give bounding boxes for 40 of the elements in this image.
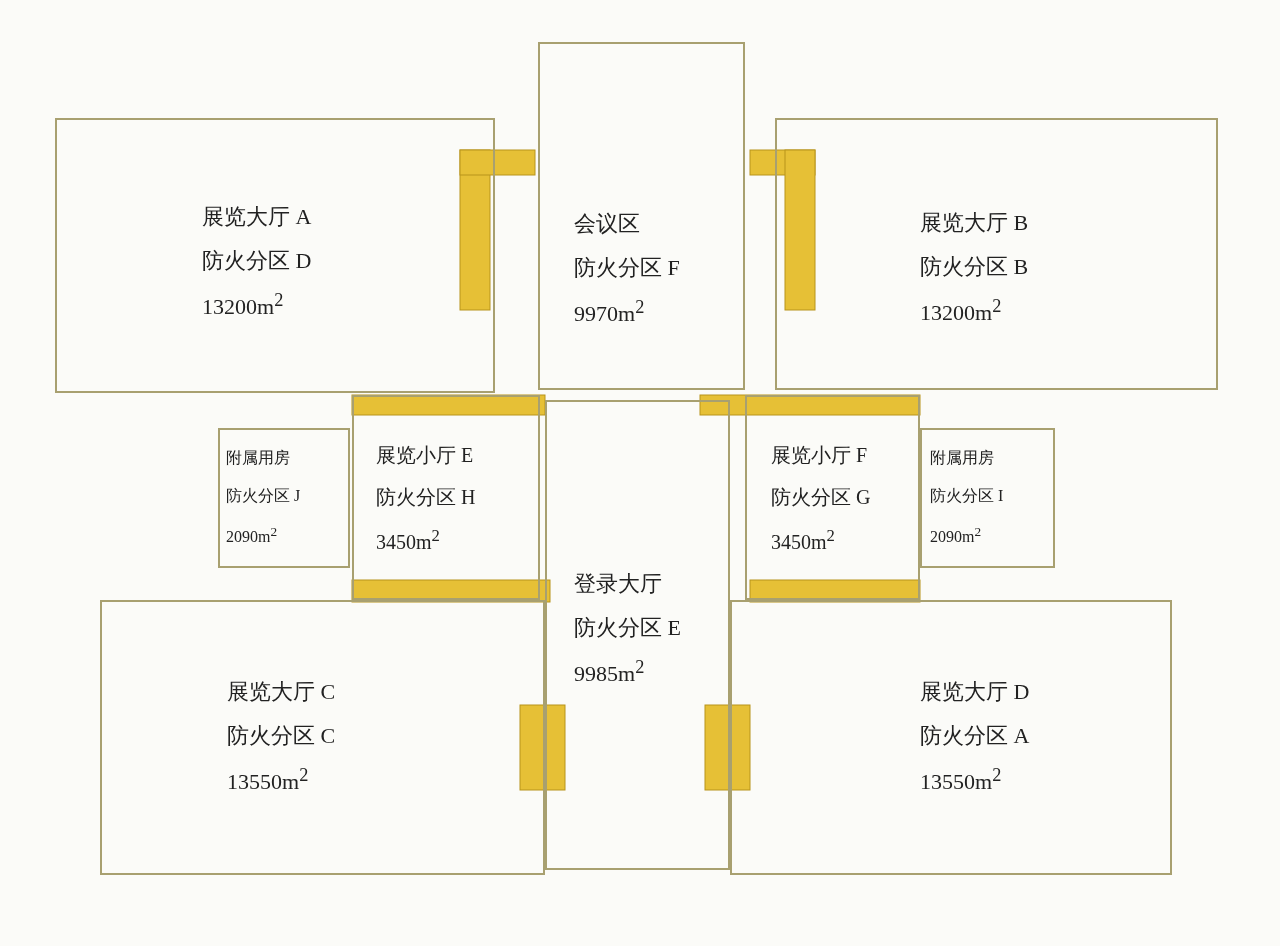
zone-label: 防火分区 J: [226, 486, 301, 506]
room-name: 会议区: [574, 210, 640, 238]
room-name: 展览小厅 F: [771, 443, 868, 468]
room-outline: [352, 395, 540, 600]
area-label: 13550m$^{2}$: [920, 765, 1002, 796]
room-outline: [538, 42, 745, 390]
room-name: 展览大厅 D: [920, 678, 1030, 706]
room-outline: [775, 118, 1218, 390]
room-outline: [100, 600, 545, 875]
area-label: 3450m$^{2}$: [771, 526, 835, 554]
area-label: 9985m$^{2}$: [574, 657, 645, 688]
zone-label: 防火分区 E: [574, 614, 681, 642]
zone-label: 防火分区 I: [930, 486, 1004, 506]
zone-label: 防火分区 G: [771, 485, 871, 510]
room-name: 展览大厅 A: [202, 203, 312, 231]
area-label: 3450m$^{2}$: [376, 526, 440, 554]
zone-label: 防火分区 D: [202, 247, 312, 275]
area-label: 13200m$^{2}$: [920, 296, 1002, 327]
zone-label: 防火分区 F: [574, 254, 680, 282]
area-label: 9970m$^{2}$: [574, 297, 645, 328]
area-label: 2090m$^{2}$: [930, 524, 982, 547]
room-outline: [730, 600, 1172, 875]
area-label: 13200m$^{2}$: [202, 290, 284, 321]
zone-label: 防火分区 C: [227, 722, 336, 750]
room-outline: [218, 428, 350, 568]
room-outline: [745, 395, 920, 600]
room-outline: [920, 428, 1055, 568]
room-name: 附属用房: [930, 448, 994, 468]
room-name: 附属用房: [226, 448, 290, 468]
area-label: 2090m$^{2}$: [226, 524, 278, 547]
room-outline: [55, 118, 495, 393]
room-name: 展览大厅 C: [227, 678, 336, 706]
room-name: 展览小厅 E: [376, 443, 474, 468]
zone-label: 防火分区 A: [920, 722, 1030, 750]
room-name: 登录大厅: [574, 570, 662, 598]
room-name: 展览大厅 B: [920, 209, 1029, 237]
zone-label: 防火分区 H: [376, 485, 476, 510]
room-outline: [545, 400, 730, 870]
area-label: 13550m$^{2}$: [227, 765, 309, 796]
zone-label: 防火分区 B: [920, 253, 1029, 281]
